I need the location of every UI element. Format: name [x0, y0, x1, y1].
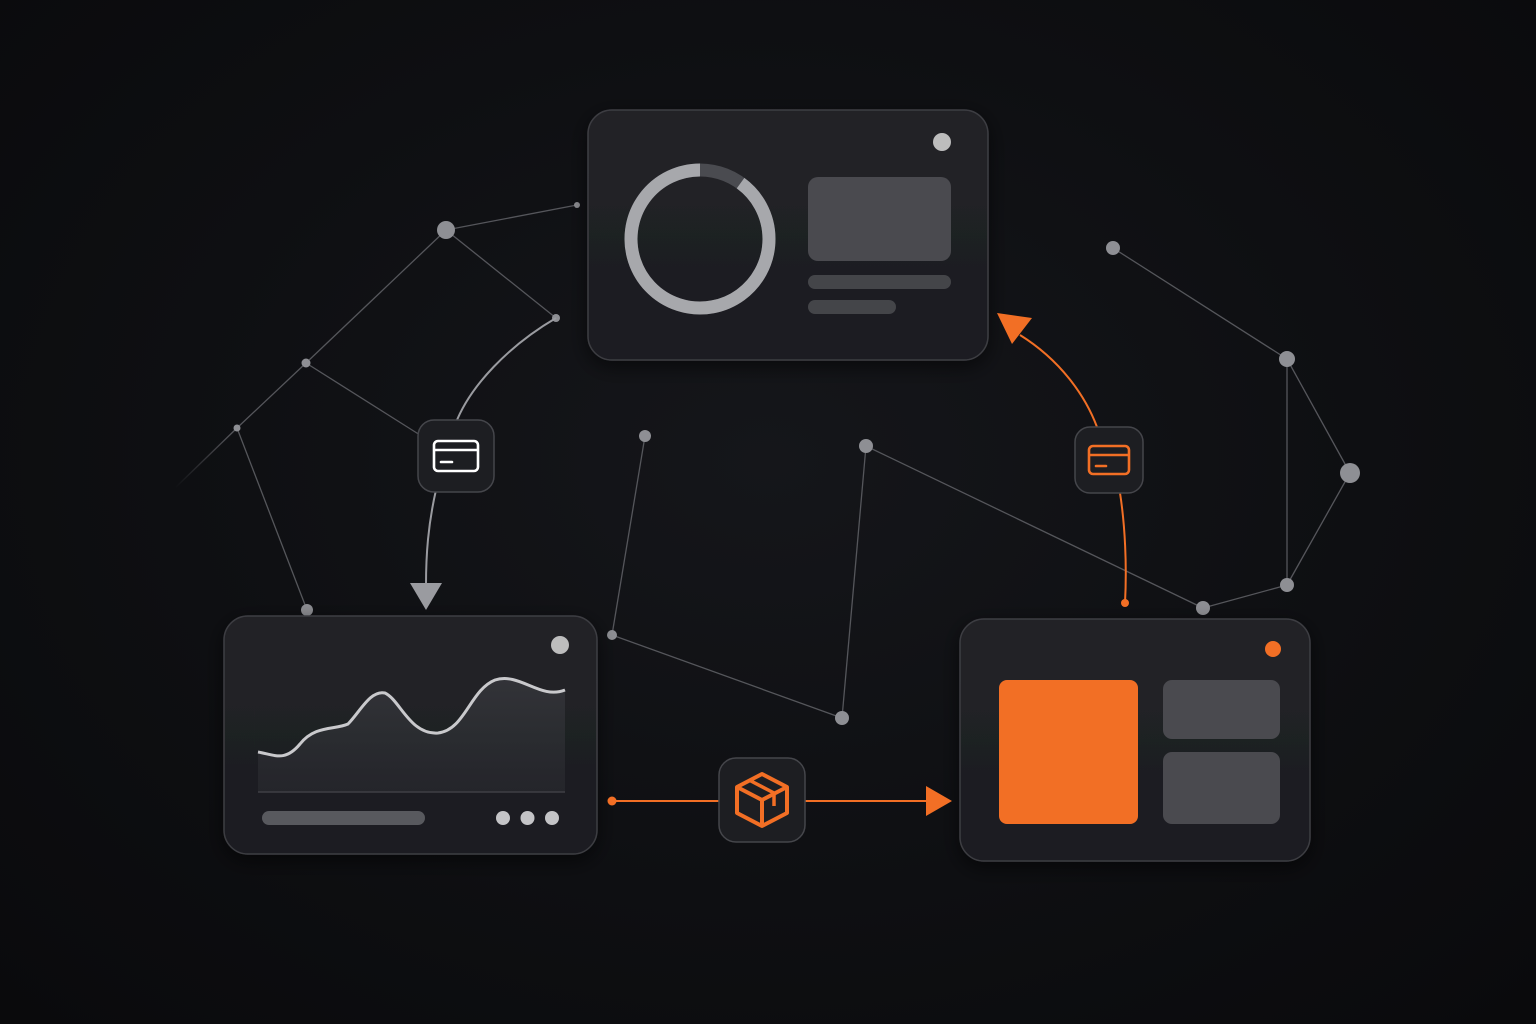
connector-badge-frame	[1074, 426, 1144, 494]
credit-card-icon	[432, 439, 480, 473]
network-edge	[1202, 584, 1288, 609]
network-node	[301, 358, 311, 368]
connector-tile-to-donut	[997, 313, 1129, 607]
network-edge	[611, 435, 646, 636]
network-node	[574, 202, 580, 208]
connector-badge-frame	[417, 419, 495, 493]
tile-card-block-bottom	[1163, 752, 1280, 824]
donut-card-text-line-short	[808, 300, 896, 314]
connector-badge-card-grey[interactable]	[417, 419, 495, 493]
network-node	[835, 711, 849, 725]
tile-card-block-top	[1163, 680, 1280, 739]
network-edge	[865, 445, 1204, 609]
chart-card-dots[interactable]	[496, 811, 559, 825]
network-edge	[1286, 472, 1351, 586]
chart-card-status-dot	[551, 636, 569, 654]
network-node	[607, 630, 617, 640]
donut-ring-progress	[624, 163, 776, 315]
network-node	[859, 439, 873, 453]
donut-card-text-line	[808, 275, 951, 289]
credit-card-icon	[1087, 444, 1131, 476]
pagination-dot[interactable]	[545, 811, 559, 825]
network-node	[1279, 351, 1295, 367]
network-edge	[841, 445, 867, 719]
network-edge	[611, 634, 843, 719]
network-edge	[445, 229, 557, 319]
donut-card-image-block	[808, 177, 951, 261]
chart-card-progress-bar	[262, 811, 425, 825]
network-node	[233, 424, 241, 432]
connector-line	[454, 317, 557, 426]
connector-chart-to-tile	[607, 786, 952, 816]
network-node	[301, 604, 313, 616]
network-node	[1280, 578, 1294, 592]
arrowhead-up-left	[997, 313, 1032, 344]
network-edge	[1112, 247, 1288, 360]
package-box-icon	[735, 772, 789, 828]
network-edge	[1286, 358, 1351, 474]
connector-line	[425, 489, 437, 586]
tile-card-accent-block	[999, 680, 1138, 824]
network-edge-fading	[174, 427, 238, 489]
connector-line	[1019, 334, 1098, 428]
arrowhead-down	[410, 583, 442, 610]
network-node	[1196, 601, 1210, 615]
network-edge	[236, 427, 308, 611]
network-edge	[445, 204, 578, 231]
tile-card-status-dot	[1265, 641, 1281, 657]
network-edge	[305, 362, 421, 436]
network-edge	[236, 362, 307, 429]
connector-badge-package[interactable]	[718, 757, 806, 843]
arrowhead-right	[926, 786, 952, 816]
network-node	[639, 430, 651, 442]
connector-line	[1119, 492, 1127, 604]
chart-line	[257, 677, 566, 758]
chart-area	[258, 678, 565, 792]
network-node	[437, 221, 455, 239]
donut-card-status-dot	[933, 133, 951, 151]
network-lines	[174, 204, 1351, 719]
pagination-dot[interactable]	[496, 811, 510, 825]
connector-badge-card-orange[interactable]	[1074, 426, 1144, 494]
connector-donut-to-chart	[410, 317, 557, 610]
network-edge	[305, 229, 447, 364]
pagination-dot[interactable]	[520, 811, 535, 825]
network-node	[1340, 463, 1360, 483]
network-nodes	[233, 202, 1360, 725]
network-node	[1106, 241, 1120, 255]
